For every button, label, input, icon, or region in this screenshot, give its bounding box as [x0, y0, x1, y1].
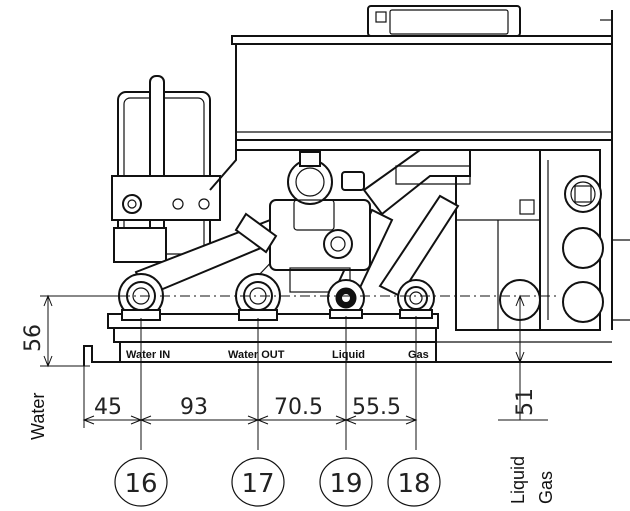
callout-16 [114, 457, 168, 507]
callout-18 [387, 457, 441, 507]
side-label-liquid: Liquid [508, 456, 528, 504]
side-label-gas: Gas [536, 471, 556, 504]
dim-70-5-text: 70.5 [274, 395, 323, 420]
dim-51-text: 51 [513, 388, 538, 416]
fitting-liquid [327, 279, 365, 319]
callout-19 [319, 457, 373, 507]
fitting-gas [397, 279, 435, 319]
valve-cluster [234, 151, 371, 293]
dim-93-text: 93 [180, 395, 208, 420]
dim-chain [82, 316, 418, 450]
label-liquid: Liquid [332, 349, 365, 361]
left-pump [111, 75, 237, 263]
dim-45-text: 45 [94, 395, 122, 420]
main-frame [235, 140, 630, 331]
callout-19-text: 19 [329, 469, 362, 499]
dim-55-5-text: 55.5 [352, 395, 401, 420]
dim-51 [498, 294, 548, 421]
dim-56-text: 56 [21, 324, 46, 352]
fitting-water-out [235, 273, 281, 321]
top-cover [231, 5, 613, 330]
dim-56 [40, 294, 126, 368]
callout-18-text: 18 [397, 469, 430, 499]
callout-17-text: 17 [241, 469, 274, 499]
label-gas: Gas [408, 349, 429, 361]
label-water-out: Water OUT [228, 349, 285, 361]
callout-16-text: 16 [124, 469, 157, 499]
side-label-water: Water [28, 393, 48, 440]
callout-17 [231, 457, 285, 507]
fitting-water-in [118, 273, 164, 321]
label-water-in: Water IN [126, 349, 170, 361]
